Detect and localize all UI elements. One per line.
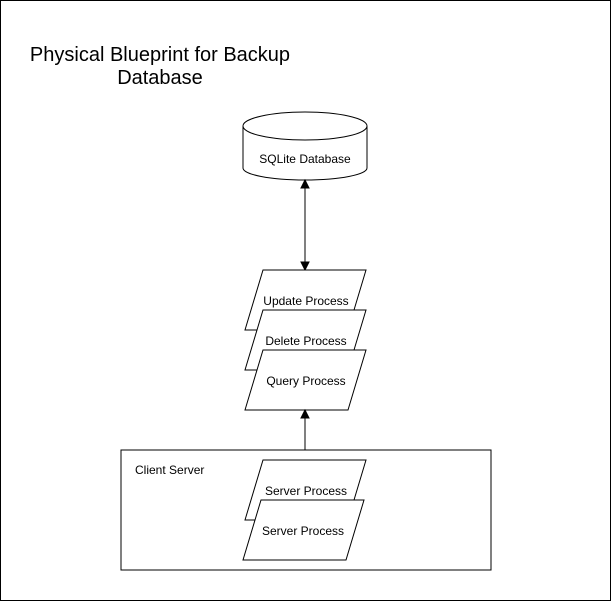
server-process-shape-2 xyxy=(242,499,365,561)
update-process-label: Update Process xyxy=(263,294,348,308)
sqlite-database-node[interactable]: SQLite Database xyxy=(242,111,368,181)
server-process-label-1: Server Process xyxy=(265,484,347,498)
server-process-label-2: Server Process xyxy=(262,524,344,538)
delete-process-label: Delete Process xyxy=(265,334,346,348)
query-process-shape xyxy=(244,349,367,411)
database-process-connector xyxy=(300,178,310,272)
diagram-title-line-1: Physical Blueprint for Backup xyxy=(30,44,290,66)
query-process-label: Query Process xyxy=(266,374,345,388)
server-process-node-2[interactable]: Server Process xyxy=(242,499,365,561)
query-process-node[interactable]: Query Process xyxy=(244,349,367,411)
client-server-label: Client Server xyxy=(135,463,204,477)
diagram-title-line-2: Database xyxy=(117,67,203,89)
database-label: SQLite Database xyxy=(259,152,351,166)
database-cylinder-top xyxy=(242,111,368,141)
